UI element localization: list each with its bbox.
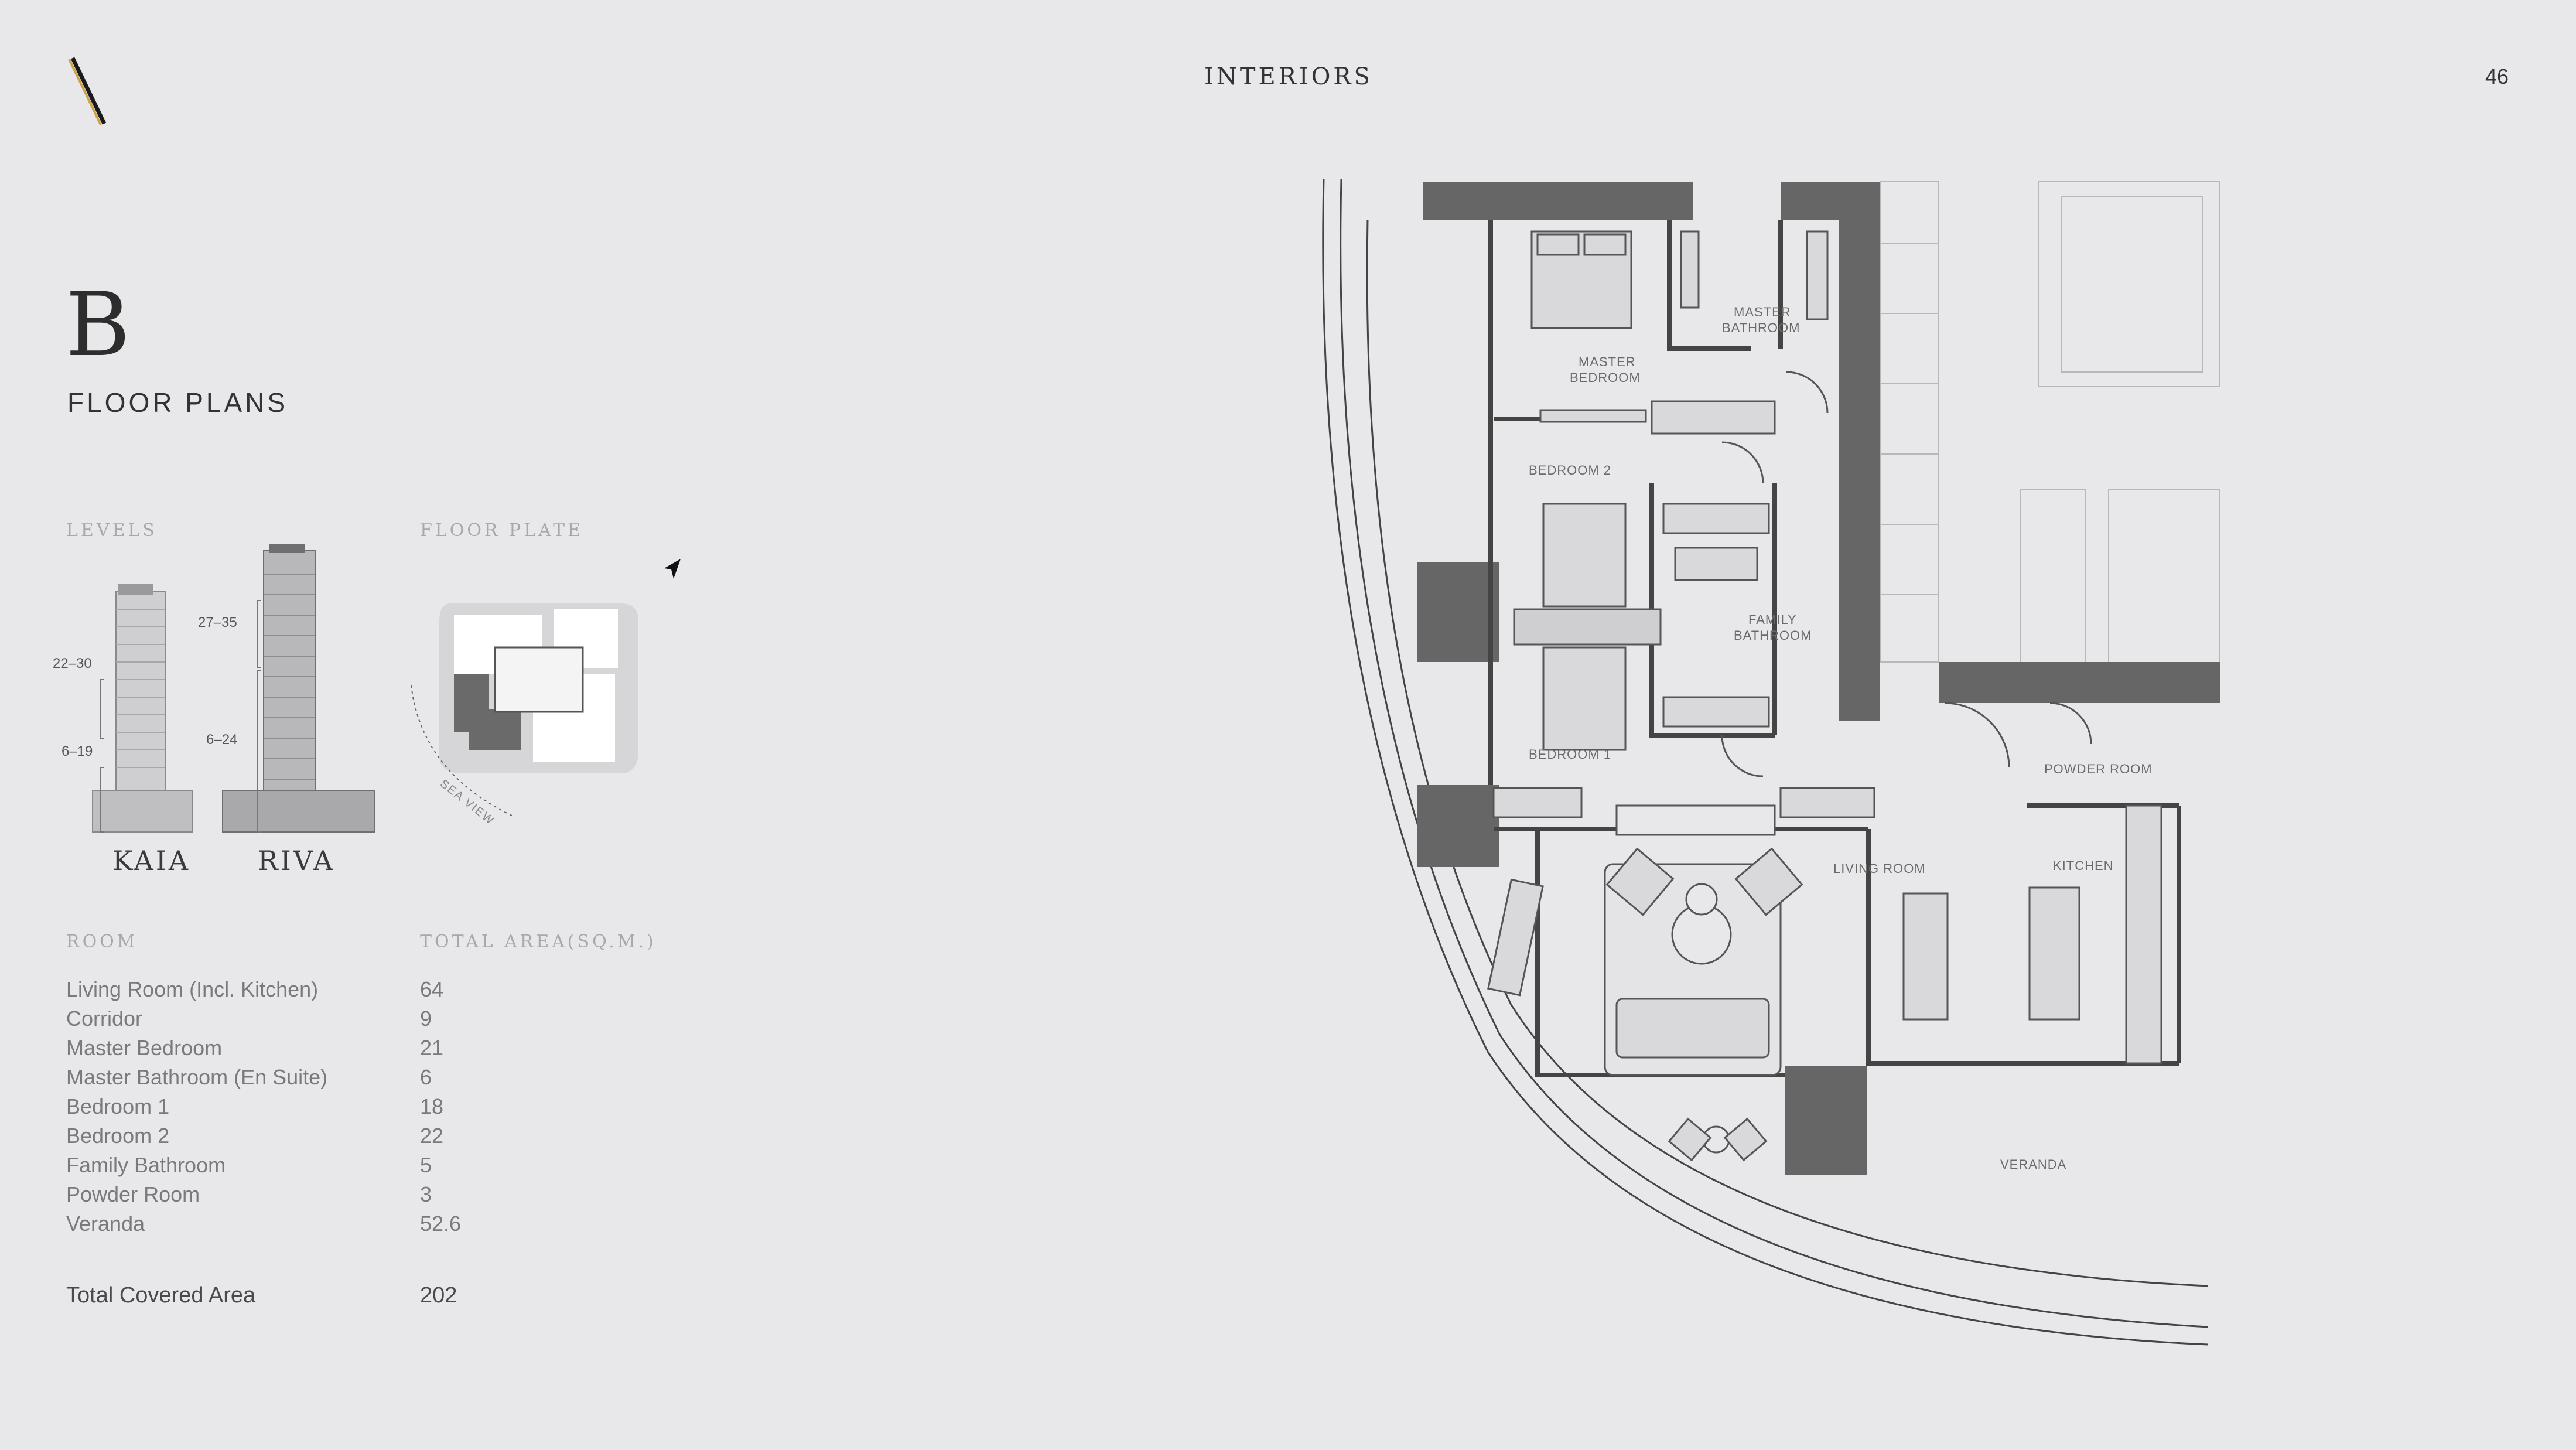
riva-tower-icon: [222, 544, 375, 833]
page-title: INTERIORS: [1204, 63, 1373, 90]
sea-view-label: SEA VIEW: [438, 777, 497, 828]
neighbour-unit: [1880, 181, 2220, 666]
kaia-range-upper: 22–30: [53, 656, 92, 671]
plan-label-powder-room: POWDER ROOM: [2044, 762, 2153, 776]
floor-plate-label: FLOOR PLATE: [420, 520, 584, 541]
room-area: 5: [420, 1153, 432, 1177]
brand-slash-logo: [68, 57, 107, 125]
room-area: 9: [420, 1007, 432, 1031]
table-row: Bedroom 1 18: [66, 1094, 535, 1123]
room-area: 21: [420, 1036, 444, 1060]
plan-label-living-room: LIVING ROOM: [1833, 861, 1926, 876]
room-name: Family Bathroom: [66, 1153, 226, 1177]
plan-label-family-bathroom-2: BATHROOM: [1734, 628, 1812, 643]
plan-label-bedroom-1: BEDROOM 1: [1529, 747, 1611, 762]
riva-tower-name: RIVA: [258, 845, 335, 876]
plan-label-veranda: VERANDA: [2000, 1157, 2066, 1172]
room-name: Living Room (Incl. Kitchen): [66, 977, 319, 1001]
table-row: Corridor 9: [66, 1007, 535, 1035]
floor-plate-diagram: SEA VIEW: [411, 603, 638, 828]
table-row: Veranda 52.6: [66, 1212, 535, 1240]
room-column-header: ROOM: [66, 932, 138, 952]
structural-walls: [1417, 182, 2220, 1175]
table-row: Master Bedroom 21: [66, 1036, 535, 1064]
room-area: 52.6: [420, 1212, 462, 1236]
room-name: Master Bathroom (En Suite): [66, 1065, 328, 1089]
room-name: Veranda: [66, 1212, 145, 1236]
kaia-range-lower: 6–19: [62, 743, 93, 759]
total-label: Total Covered Area: [66, 1283, 256, 1308]
area-column-header: TOTAL AREA(SQ.M.): [420, 932, 657, 952]
room-area: 64: [420, 977, 444, 1001]
room-area: 6: [420, 1065, 432, 1089]
north-arrow-icon: [664, 559, 681, 579]
room-name: Bedroom 2: [66, 1124, 170, 1148]
kaia-tower-icon: [92, 584, 193, 833]
room-name: Corridor: [66, 1007, 143, 1031]
plan-label-master-bathroom: MASTER: [1734, 305, 1791, 319]
unit-type-letter: B: [66, 274, 131, 376]
table-row: Powder Room 3: [66, 1182, 535, 1210]
plan-label-kitchen: KITCHEN: [2053, 858, 2114, 873]
floor-plan-drawing: MASTER BEDROOM MASTER BATHROOM BEDROOM 2…: [1322, 178, 2220, 1346]
table-row: Living Room (Incl. Kitchen) 64: [66, 977, 535, 1005]
page-number: 46: [2485, 64, 2509, 88]
riva-range-lower: 6–24: [206, 732, 237, 748]
kaia-tower-name: KAIA: [112, 845, 190, 876]
room-name: Master Bedroom: [66, 1036, 223, 1060]
room-labels: MASTER BEDROOM MASTER BATHROOM BEDROOM 2…: [1529, 305, 2153, 1172]
plan-label-master-bedroom-2: BEDROOM: [1570, 370, 1641, 385]
plan-label-master-bedroom: MASTER: [1579, 354, 1636, 369]
total-row: Total Covered Area 202: [66, 1283, 535, 1308]
unit-subtitle: FLOOR PLANS: [67, 387, 289, 418]
curved-facade: [1322, 178, 2209, 1346]
levels-label: LEVELS: [66, 520, 158, 541]
furniture: [1487, 230, 2162, 1162]
table-row: Bedroom 2 22: [66, 1124, 535, 1152]
door-swings: [1721, 371, 2092, 777]
total-value: 202: [420, 1283, 457, 1308]
room-area: 3: [420, 1182, 432, 1206]
plan-label-family-bathroom: FAMILY: [1748, 612, 1797, 627]
riva-range-upper: 27–35: [198, 615, 237, 630]
room-name: Powder Room: [66, 1182, 200, 1206]
plan-label-bedroom-2: BEDROOM 2: [1529, 463, 1611, 477]
room-area: 22: [420, 1124, 444, 1148]
table-row: Family Bathroom 5: [66, 1153, 535, 1181]
room-name: Bedroom 1: [66, 1094, 170, 1118]
plan-label-master-bathroom-2: BATHROOM: [1722, 320, 1800, 335]
table-row: Master Bathroom (En Suite) 6: [66, 1065, 535, 1093]
tower-levels-diagram: 22–30 6–19 27–35 6–24 KAIA RIVA: [53, 544, 375, 876]
room-area: 18: [420, 1094, 444, 1118]
